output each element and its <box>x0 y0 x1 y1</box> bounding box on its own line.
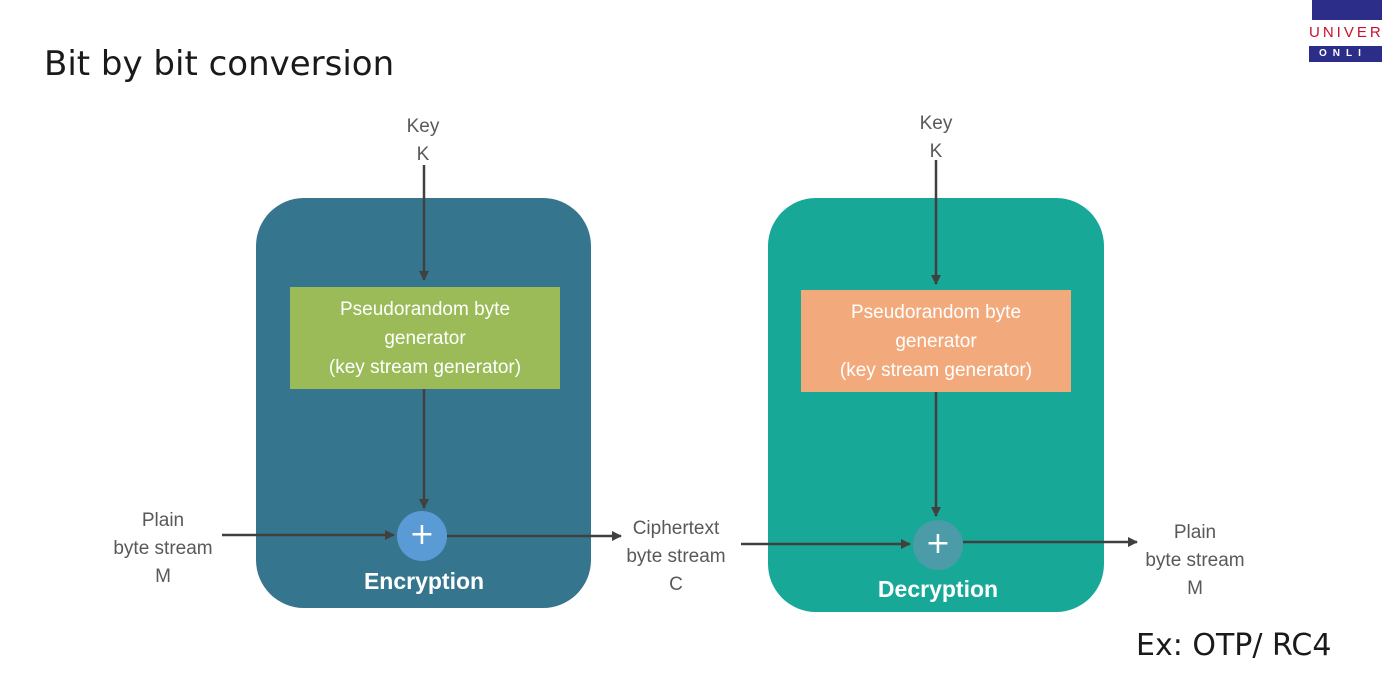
logo-mark <box>1312 0 1382 20</box>
stream-line: byte stream <box>1145 550 1245 571</box>
stream-line: byte stream <box>113 538 213 559</box>
generator-line: (key stream generator) <box>839 359 1033 381</box>
stream-line: M <box>155 566 171 587</box>
decryption-generator-box: Pseudorandom byte generator (key stream … <box>801 290 1071 392</box>
generator-line: (key stream generator) <box>328 356 522 378</box>
generator-line: generator <box>384 327 466 349</box>
key-symbol: K <box>416 144 430 165</box>
encryption-xor-node: + <box>397 511 447 561</box>
example-note: Ex: OTP/ RC4 <box>1136 628 1332 663</box>
key-symbol: K <box>929 141 943 162</box>
slide-title: Bit by bit conversion <box>44 44 395 84</box>
ciphertext-label: Ciphertext byte stream C <box>611 515 741 599</box>
encryption-generator-box: Pseudorandom byte generator (key stream … <box>290 287 560 389</box>
encryption-key-label: Key K <box>373 113 473 169</box>
output-plaintext-label: Plain byte stream M <box>1130 519 1260 603</box>
generator-line: Pseudorandom byte <box>850 301 1022 323</box>
decryption-xor-node: + <box>913 520 963 570</box>
generator-line: Pseudorandom byte <box>339 298 511 320</box>
generator-line: generator <box>895 330 977 352</box>
stream-line: Plain <box>141 510 185 531</box>
stream-line: byte stream <box>626 546 726 567</box>
stream-line: C <box>669 574 683 595</box>
encryption-label: Encryption <box>363 568 485 594</box>
stream-line: Plain <box>1173 522 1217 543</box>
stream-line: Ciphertext <box>632 518 720 539</box>
decryption-key-label: Key K <box>886 110 986 166</box>
key-label: Key <box>919 113 953 134</box>
stream-line: M <box>1187 578 1203 599</box>
key-label: Key <box>406 116 440 137</box>
decryption-label: Decryption <box>877 576 999 602</box>
university-logo: UNIVER ONLI <box>1306 0 1382 62</box>
input-plaintext-label: Plain byte stream M <box>98 507 228 591</box>
logo-text-university: UNIVER <box>1309 24 1382 41</box>
logo-text-online: ONLI <box>1309 46 1382 62</box>
